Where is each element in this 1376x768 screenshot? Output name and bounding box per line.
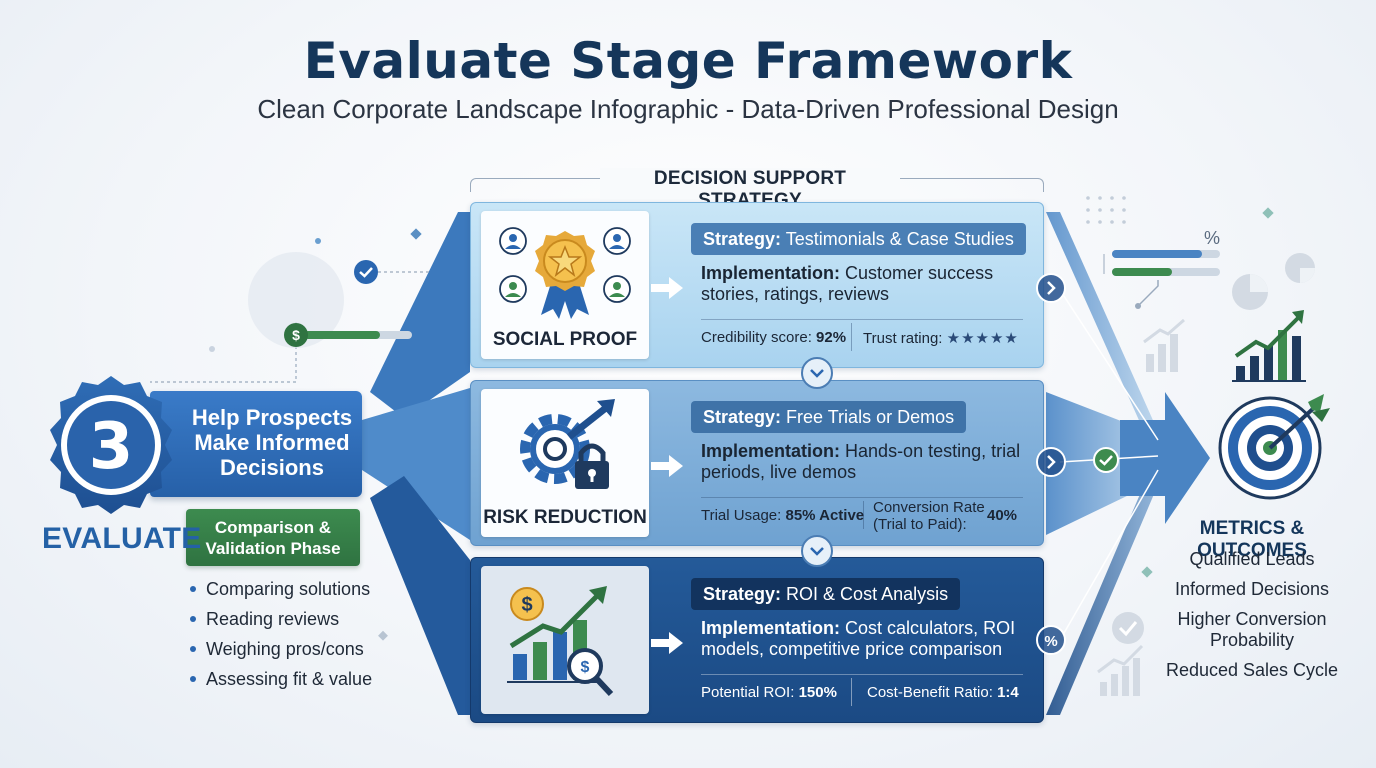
strategy-pill: Strategy: Testimonials & Case Studies (691, 223, 1026, 255)
check-icon (354, 260, 378, 284)
divider (701, 319, 1023, 320)
icon-box: RISK REDUCTION (481, 389, 649, 537)
strategy-pill: Strategy: Free Trials or Demos (691, 401, 967, 433)
icon-box: $ $ (481, 566, 649, 714)
svg-text:$: $ (521, 594, 532, 616)
metrics-title: METRICS & OUTCOMES (1197, 518, 1307, 561)
implementation-text: Implementation: Hands-on testing, trial … (701, 441, 1021, 482)
metric-roi: Potential ROI: 150% (701, 684, 837, 701)
chevron-down-icon (801, 535, 833, 567)
card-label: RISK REDUCTION (483, 507, 647, 528)
chevron-down-icon (801, 357, 833, 389)
svg-text:%: % (1044, 633, 1057, 650)
implementation-text: Implementation: Cost calculators, ROI mo… (701, 618, 1016, 659)
svg-text:$: $ (292, 327, 300, 343)
card-risk-reduction: RISK REDUCTION Strategy: Free Trials or … (470, 380, 1044, 546)
chevron-right-icon (1036, 447, 1066, 477)
arrow-right-icon (651, 455, 683, 477)
metric-conversion-value: 40% (987, 507, 1018, 524)
analytics-decor-icon: % (1103, 228, 1315, 382)
stage-number-badge: 3 (50, 376, 172, 514)
icon-box: SOCIAL PROOF (481, 211, 649, 359)
list-item: Assessing fit & value (190, 666, 372, 696)
phase-badge: Comparison & Validation Phase (186, 509, 360, 566)
card-social-proof: SOCIAL PROOF Strategy: Testimonials & Ca… (470, 202, 1044, 368)
list-item: Higher Conversion Probability (1177, 609, 1327, 650)
check-circle-icon (1093, 447, 1119, 473)
divider (701, 674, 1023, 675)
page-subtitle: Clean Corporate Landscape Infographic - … (257, 94, 1119, 124)
metric-trial-usage: Trial Usage: 85% Active (701, 507, 865, 524)
card-label: SOCIAL PROOF (492, 329, 638, 350)
card-roi-analysis: $ $ Strategy: ROI & Cost Analysis Implem… (470, 557, 1044, 723)
dollar-progress-icon: $ (284, 323, 412, 347)
award-badge-icon (499, 227, 631, 319)
divider (701, 497, 1023, 498)
list-item: Reading reviews (190, 606, 372, 636)
implementation-text: Implementation: Customer success stories… (701, 263, 994, 304)
svg-text:%: % (1204, 228, 1220, 248)
list-item: Informed Decisions (1174, 579, 1330, 599)
gear-lock-icon (520, 399, 615, 489)
svg-text:$: $ (581, 659, 590, 676)
divider (863, 501, 864, 529)
list-item: Weighing pros/cons (190, 636, 372, 666)
target-icon (1218, 394, 1330, 500)
arrow-right-icon (651, 632, 683, 654)
arrow-right-icon (651, 277, 683, 299)
page-title: Evaluate Stage Framework (303, 32, 1073, 90)
list-item: Qualified Leads (1189, 549, 1315, 569)
metric-cost-benefit: Cost-Benefit Ratio: 1:4 (867, 684, 1019, 701)
faded-check-chart-icon (1097, 612, 1144, 696)
divider (851, 323, 852, 351)
stage-banner (150, 391, 362, 497)
metrics-list: Qualified Leads Informed Decisions Highe… (1144, 549, 1360, 690)
list-item: Reduced Sales Cycle (1165, 660, 1339, 680)
metric-conversion-label: Conversion Rate (Trial to Paid): (873, 499, 985, 533)
stage-banner-text: Help Prospects Make Informed Decisions (191, 405, 353, 480)
chevron-right-icon (1036, 273, 1066, 303)
stage-bullet-list: Comparing solutions Reading reviews Weig… (190, 576, 372, 696)
divider (851, 678, 852, 706)
strategy-pill: Strategy: ROI & Cost Analysis (691, 578, 961, 610)
stage-label: EVALUATE (42, 522, 202, 555)
list-item: Comparing solutions (190, 576, 372, 606)
metric-trust: Trust rating: ★★★★★ (863, 330, 1019, 347)
percent-icon: % (1036, 625, 1066, 655)
roi-chart-icon: $ $ (507, 586, 614, 697)
stage-number: 3 (89, 410, 134, 484)
metric-credibility: Credibility score: 92% (701, 329, 847, 346)
